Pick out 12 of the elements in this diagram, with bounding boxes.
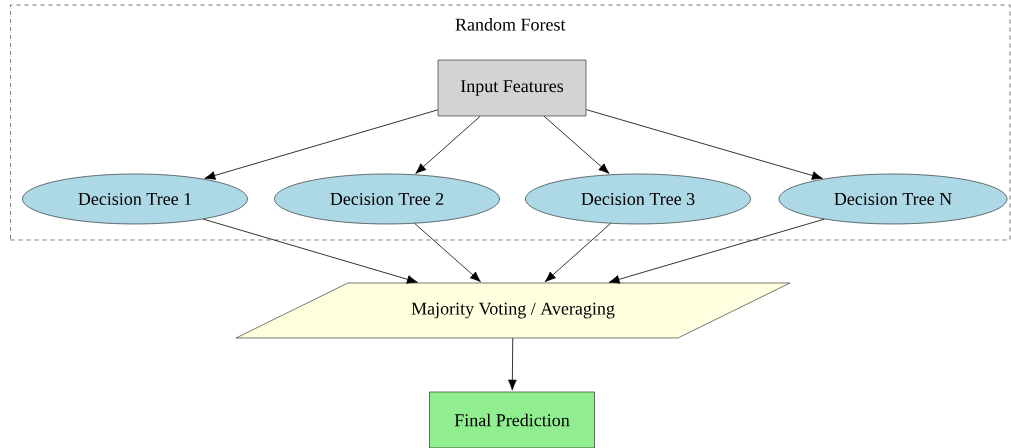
arrow [543,115,610,174]
result-box: Final Prediction [429,391,595,448]
arrow [544,223,611,283]
arrow [204,109,439,180]
process-box: Input Features [437,59,587,117]
arrow [508,337,517,391]
parallelogram-box: Majority Voting / Averaging [235,282,791,339]
arrow [415,115,481,174]
arrow [608,218,825,284]
arrow [585,109,823,180]
arrow [202,218,418,284]
arrow [414,223,481,283]
